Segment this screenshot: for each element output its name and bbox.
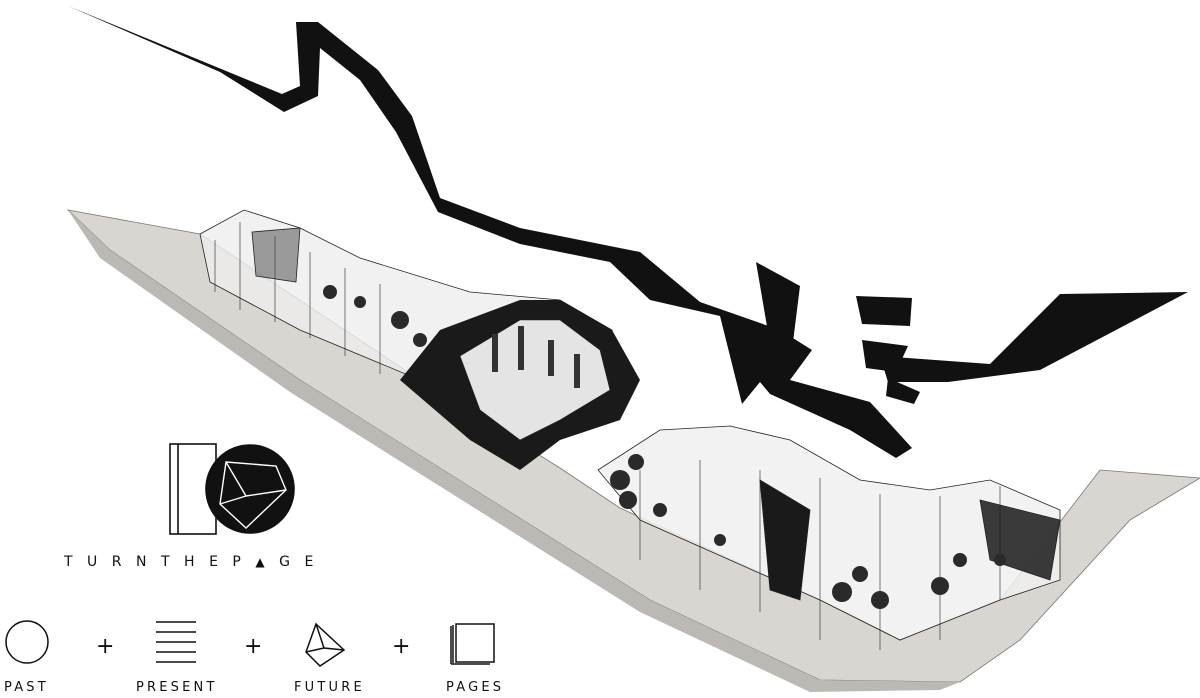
logo-tagline: TURNTHEP▲GE — [64, 554, 404, 570]
circle-icon — [5, 620, 49, 664]
plus-sign: + — [96, 634, 115, 659]
tagline-text-2: GE — [279, 554, 328, 570]
legend-label-pages: PAGES — [446, 680, 505, 695]
tagline-text-1: TURNTHEP — [64, 554, 256, 570]
legend-label-present: PRESENT — [136, 680, 218, 695]
plus-sign: + — [392, 634, 411, 659]
legend-label-past: PAST — [4, 680, 49, 695]
spheres — [323, 285, 1006, 609]
logo-mark — [169, 443, 295, 535]
roof-ribbon — [68, 6, 1188, 458]
plus-sign: + — [244, 634, 263, 659]
lines-icon — [156, 621, 196, 663]
legend-icons — [5, 620, 495, 667]
stacked-pages-icon — [450, 623, 495, 665]
tagline-triangle: ▲ — [255, 555, 280, 569]
central-hall — [400, 300, 640, 470]
faceted-shape-icon — [305, 622, 346, 667]
legend-label-future: FUTURE — [294, 680, 365, 695]
